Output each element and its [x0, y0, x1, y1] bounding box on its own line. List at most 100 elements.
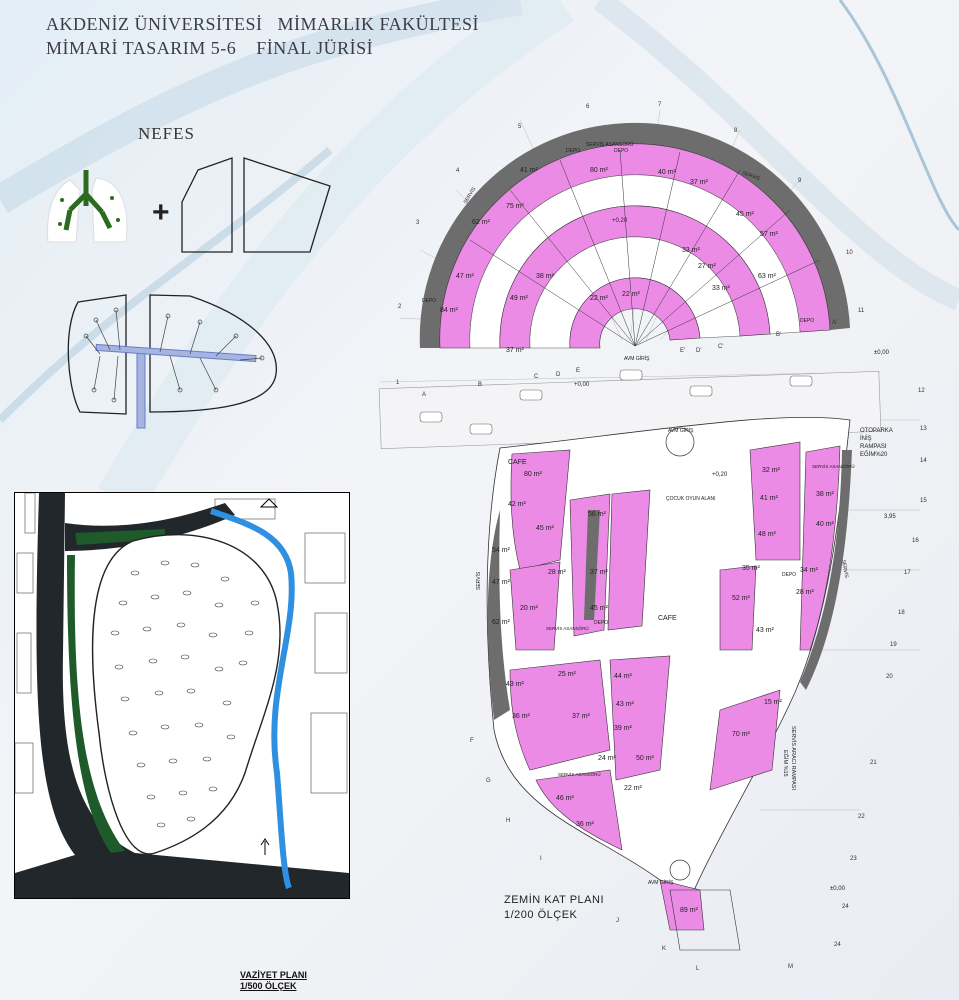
svg-text:RAMPASI: RAMPASI [860, 444, 887, 450]
svg-text:DEPO: DEPO [614, 148, 628, 154]
ground-plan-caption: ZEMİN KAT PLANI 1/200 ÖLÇEK [504, 893, 604, 923]
svg-text:46 m²: 46 m² [556, 795, 575, 802]
svg-text:D: D [556, 372, 561, 378]
svg-text:25 m²: 25 m² [558, 671, 577, 678]
svg-text:70 m²: 70 m² [732, 731, 751, 738]
svg-text:C: C [534, 374, 539, 380]
svg-text:1: 1 [396, 380, 400, 386]
svg-text:43 m²: 43 m² [506, 681, 525, 688]
concept-title: NEFES [138, 124, 195, 143]
svg-text:42 m²: 42 m² [508, 501, 527, 508]
svg-text:G: G [486, 778, 491, 784]
svg-text:89 m²: 89 m² [680, 907, 699, 914]
svg-text:24 m²: 24 m² [598, 755, 617, 762]
svg-text:45 m²: 45 m² [590, 605, 609, 612]
ground-plan-title: ZEMİN KAT PLANI [504, 894, 605, 906]
svg-text:37 m²: 37 m² [590, 569, 609, 576]
svg-text:E': E' [680, 348, 685, 354]
site-plan-drawing [15, 493, 349, 898]
svg-text:43 m²: 43 m² [616, 701, 635, 708]
north-block: 41 m² 80 m² 40 m² 37 m² 75 m² 62 m² 45 m… [419, 122, 890, 388]
svg-text:38 m²: 38 m² [816, 491, 835, 498]
svg-text:22 m²: 22 m² [624, 785, 643, 792]
svg-text:M: M [788, 964, 793, 970]
svg-text:57 m²: 57 m² [760, 231, 779, 238]
svg-text:+0,20: +0,20 [612, 218, 628, 224]
tree-dots [110, 560, 260, 828]
site-plan-panel [14, 492, 350, 899]
svg-text:50 m²: 50 m² [636, 755, 655, 762]
svg-text:4: 4 [456, 168, 460, 174]
svg-text:17: 17 [904, 570, 911, 576]
svg-text:L: L [696, 966, 700, 972]
svg-text:DEPO: DEPO [782, 572, 796, 578]
svg-text:SERVİS ASANSÖRÜ: SERVİS ASANSÖRÜ [586, 141, 634, 148]
svg-text:28 m²: 28 m² [548, 569, 567, 576]
south-block: 80 m² 42 m² 54 m² 47 m² 62 m² 45 m² 56 m… [475, 416, 896, 951]
site-access-arrows [259, 498, 279, 855]
svg-text:18: 18 [898, 610, 905, 616]
service-ramp-note: SERVİS ARACI RAMPASI EĞİM %15 [782, 726, 797, 790]
svg-text:54 m²: 54 m² [492, 547, 511, 554]
svg-text:62 m²: 62 m² [472, 219, 491, 226]
svg-text:K: K [662, 946, 666, 952]
svg-text:AVM GİRİŞ: AVM GİRİŞ [648, 879, 674, 886]
svg-text:24: 24 [834, 942, 841, 948]
south-labels: CAFE CAFE SERVİS ASANSÖRÜ SERVİS ASANSÖR… [475, 427, 855, 886]
svg-text:DEPO: DEPO [594, 620, 608, 626]
svg-text:37 m²: 37 m² [506, 347, 525, 354]
svg-text:80 m²: 80 m² [524, 471, 543, 478]
concept-diagram: + [47, 157, 331, 429]
svg-text:23: 23 [850, 856, 857, 862]
svg-text:SERVİS: SERVİS [840, 559, 850, 579]
svg-text:41 m²: 41 m² [760, 495, 779, 502]
branch-nodes [83, 307, 265, 403]
svg-text:40 m²: 40 m² [658, 169, 677, 176]
svg-text:A: A [422, 392, 426, 398]
svg-text:I: I [540, 856, 542, 862]
split-site-outline [181, 157, 331, 253]
svg-text:EĞİM %15: EĞİM %15 [782, 750, 789, 777]
svg-text:33 m²: 33 m² [712, 285, 731, 292]
svg-text:OTOPARKA: OTOPARKA [860, 428, 893, 434]
ground-floor-plan: 41 m² 80 m² 40 m² 37 m² 75 m² 62 m² 45 m… [378, 102, 927, 972]
svg-text:SERVİS ASANSÖRÜ: SERVİS ASANSÖRÜ [546, 625, 589, 631]
svg-text:DEPO: DEPO [566, 148, 580, 154]
svg-text:SERVİS: SERVİS [475, 571, 482, 590]
svg-text:45 m²: 45 m² [536, 525, 555, 532]
svg-text:62 m²: 62 m² [492, 619, 511, 626]
plus-sign: + [152, 196, 170, 229]
svg-text:A': A' [832, 320, 837, 326]
south-unit-areas: 80 m² 42 m² 54 m² 47 m² 62 m² 45 m² 56 m… [492, 467, 835, 914]
svg-text:22 m²: 22 m² [622, 291, 641, 298]
svg-text:B': B' [776, 332, 781, 338]
svg-text:40 m²: 40 m² [816, 521, 835, 528]
north-level-marks: +0,20 ±0,00 +0,00 [574, 218, 890, 388]
svg-text:15 m²: 15 m² [764, 699, 783, 706]
svg-text:F: F [470, 738, 474, 744]
svg-text:SERVİS ARACI RAMPASI: SERVİS ARACI RAMPASI [790, 726, 797, 790]
axis-numbers: 1 2 3 4 5 6 7 8 9 10 11 12 13 14 15 16 1… [396, 102, 927, 948]
svg-text:5: 5 [518, 124, 522, 130]
lungs-icon [47, 170, 128, 243]
svg-text:9: 9 [798, 178, 802, 184]
svg-text:EĞİM%20: EĞİM%20 [860, 451, 888, 458]
svg-text:B: B [478, 382, 482, 388]
svg-text:20 m²: 20 m² [520, 605, 539, 612]
north-unit-areas: 41 m² 80 m² 40 m² 37 m² 75 m² 62 m² 45 m… [440, 167, 779, 354]
svg-text:36 m²: 36 m² [512, 713, 531, 720]
svg-text:44 m²: 44 m² [614, 673, 633, 680]
svg-text:C': C' [718, 344, 723, 350]
svg-text:56 m²: 56 m² [588, 511, 607, 518]
svg-text:75 m²: 75 m² [506, 203, 525, 210]
svg-text:36 m²: 36 m² [576, 821, 595, 828]
green-strip-top [75, 529, 165, 545]
svg-text:80 m²: 80 m² [590, 167, 609, 174]
faculty-title: AKDENİZ ÜNİVERSİTESİ MİMARLIK FAKÜLTESİ [46, 14, 479, 34]
svg-text:48 m²: 48 m² [758, 531, 777, 538]
svg-text:20: 20 [886, 674, 893, 680]
svg-text:41 m²: 41 m² [520, 167, 539, 174]
svg-text:AVM GİRİŞ: AVM GİRİŞ [624, 355, 650, 362]
road-main [15, 493, 349, 898]
svg-text:32 m²: 32 m² [762, 467, 781, 474]
